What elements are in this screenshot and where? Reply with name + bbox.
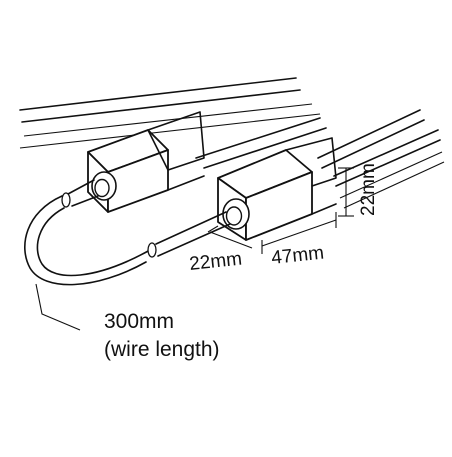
connecting-wire [24, 179, 231, 286]
dimension-gap-label: 22mm [188, 249, 243, 275]
dimension-length-label: 47mm [270, 243, 325, 269]
back-end-cap [87, 111, 205, 213]
front-led-strip [317, 109, 445, 209]
back-led-strip [19, 77, 327, 169]
wire-length-caption: (wire length) [104, 338, 220, 361]
dimension-height-label: 22mm [358, 163, 379, 216]
wire-length-value: 300mm [104, 310, 174, 333]
front-end-cap [217, 137, 337, 241]
wire-length-leader [35, 283, 81, 331]
dimension-lines [207, 167, 354, 254]
